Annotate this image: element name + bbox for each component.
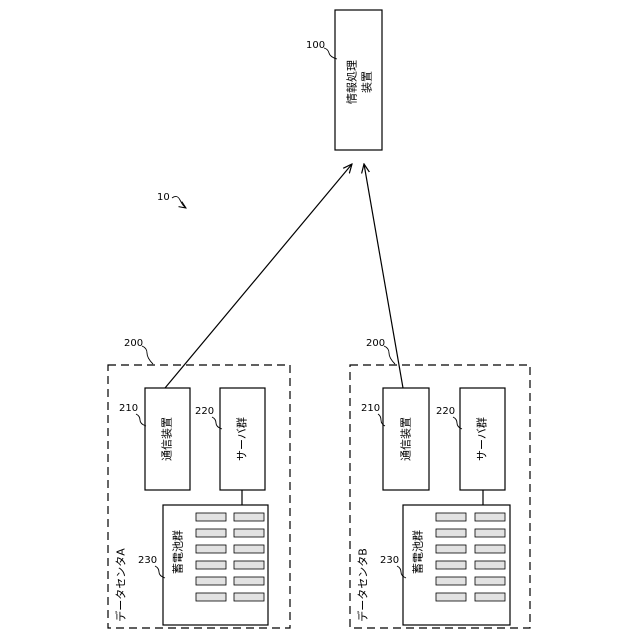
battery-cell: [196, 545, 226, 553]
battery-cell: [436, 593, 466, 601]
battery-group-b: 蓄電池群: [403, 505, 510, 625]
battery-group-a-label: 蓄電池群: [171, 530, 185, 574]
battery-cell: [475, 545, 505, 553]
battery-cell: [196, 577, 226, 585]
server-group-b-label: サーバ群: [475, 417, 489, 461]
battery-group-b-label: 蓄電池群: [411, 530, 425, 574]
battery-cell: [234, 561, 264, 569]
info-device: 情報処理 装置 100: [306, 10, 382, 150]
battery-cell: [234, 577, 264, 585]
system-ref-label: 10: [157, 192, 170, 203]
battery-cell: [234, 545, 264, 553]
data-center-b-name: データセンタB: [356, 548, 370, 622]
comm-arrow-b: [364, 164, 403, 388]
battery-cell: [234, 593, 264, 601]
info-device-box: [335, 10, 382, 150]
battery-cell: [196, 513, 226, 521]
info-device-label-line2: 装置: [361, 71, 374, 93]
battery-cell: [196, 593, 226, 601]
server-group-a-label: サーバ群: [235, 417, 249, 461]
battery-cell: [475, 513, 505, 521]
server-group-b-ref: 220: [436, 406, 455, 417]
comm-arrow-a: [165, 164, 352, 388]
data-center-a-name: データセンタA: [114, 548, 128, 622]
data-center-a-ref: 200: [124, 338, 143, 349]
data-center-b-leader: [384, 346, 395, 364]
data-center-b: 200 データセンタB 通信装置 210 サーバ群 220 蓄電池群 230: [350, 338, 530, 628]
comm-device-a-ref: 210: [119, 403, 138, 414]
battery-cell: [436, 561, 466, 569]
battery-cell: [436, 513, 466, 521]
battery-group-a-ref: 230: [138, 555, 157, 566]
data-center-a-leader: [142, 346, 153, 364]
battery-cell: [436, 545, 466, 553]
info-device-label-line1: 情報処理: [346, 60, 359, 104]
data-center-a: 200 データセンタA 通信装置 210 サーバ群 220 蓄電池群 230: [108, 338, 290, 628]
server-group-a-ref: 220: [195, 406, 214, 417]
info-device-ref: 100: [306, 40, 325, 51]
comm-device-b-label: 通信装置: [400, 417, 413, 461]
battery-cell: [475, 561, 505, 569]
battery-cell: [475, 593, 505, 601]
data-center-b-ref: 200: [366, 338, 385, 349]
battery-group-b-ref: 230: [380, 555, 399, 566]
system-ref-group: 10: [157, 192, 186, 208]
battery-cell: [475, 529, 505, 537]
battery-cell: [196, 561, 226, 569]
system-ref-leader: [172, 196, 186, 208]
battery-cell: [234, 529, 264, 537]
comm-device-a-label: 通信装置: [161, 417, 174, 461]
battery-group-a: 蓄電池群: [163, 505, 268, 625]
battery-cell: [475, 577, 505, 585]
battery-cell: [196, 529, 226, 537]
comm-device-b-ref: 210: [361, 403, 380, 414]
battery-cell: [436, 577, 466, 585]
battery-cell: [436, 529, 466, 537]
battery-cell: [234, 513, 264, 521]
